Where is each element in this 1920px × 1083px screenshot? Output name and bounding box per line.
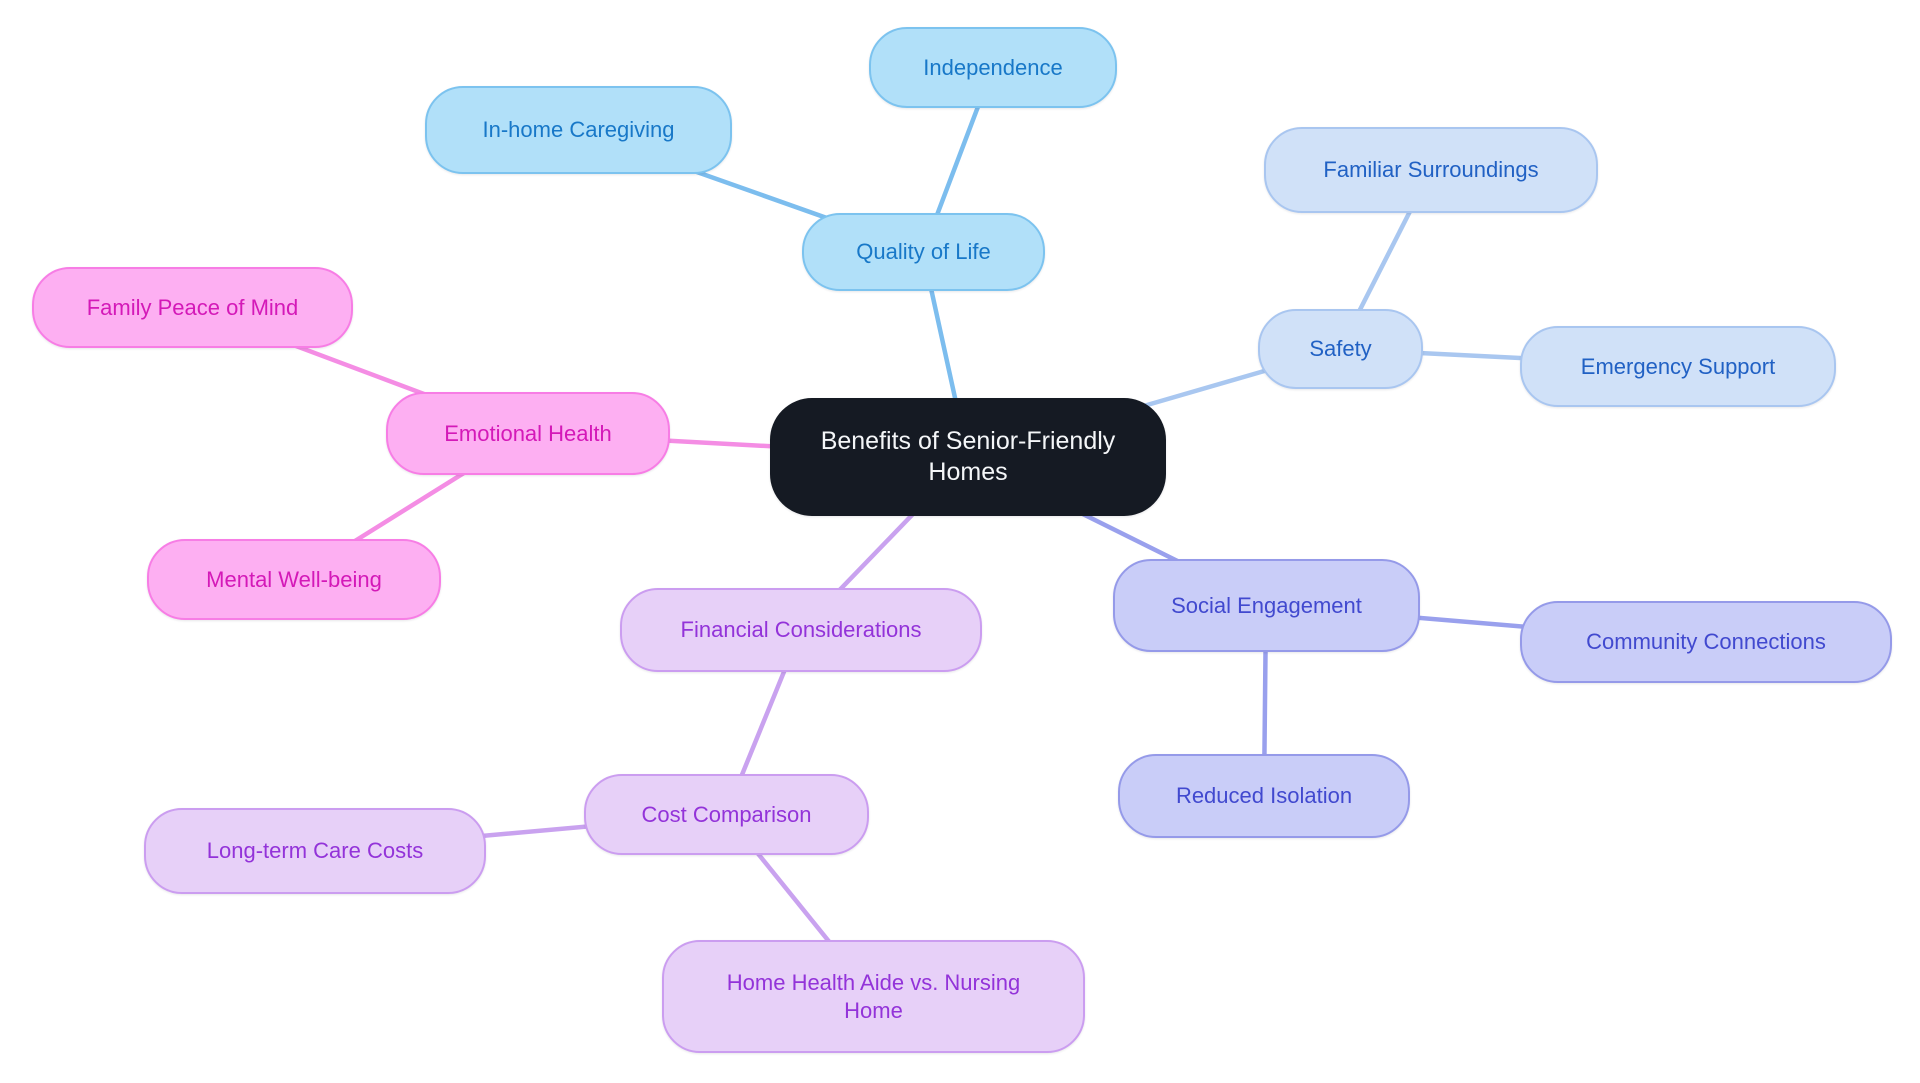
node-in-home-caregiving[interactable]: In-home Caregiving <box>425 86 732 174</box>
node-financial-considerations[interactable]: Financial Considerations <box>620 588 982 672</box>
node-family-peace-of-mind[interactable]: Family Peace of Mind <box>32 267 353 348</box>
node-safety[interactable]: Safety <box>1258 309 1423 389</box>
node-home-health-aide-vs-nursing-home[interactable]: Home Health Aide vs. Nursing Home <box>662 940 1085 1053</box>
node-central-benefits-of-senior-friendly-homes[interactable]: Benefits of Senior-Friendly Homes <box>770 398 1166 516</box>
node-social-engagement[interactable]: Social Engagement <box>1113 559 1420 652</box>
node-mental-well-being[interactable]: Mental Well-being <box>147 539 441 620</box>
node-familiar-surroundings[interactable]: Familiar Surroundings <box>1264 127 1598 213</box>
node-long-term-care-costs[interactable]: Long-term Care Costs <box>144 808 486 894</box>
node-cost-comparison[interactable]: Cost Comparison <box>584 774 869 855</box>
node-reduced-isolation[interactable]: Reduced Isolation <box>1118 754 1410 838</box>
node-community-connections[interactable]: Community Connections <box>1520 601 1892 683</box>
node-quality-of-life[interactable]: Quality of Life <box>802 213 1045 291</box>
node-emotional-health[interactable]: Emotional Health <box>386 392 670 475</box>
node-emergency-support[interactable]: Emergency Support <box>1520 326 1836 407</box>
node-independence[interactable]: Independence <box>869 27 1117 108</box>
